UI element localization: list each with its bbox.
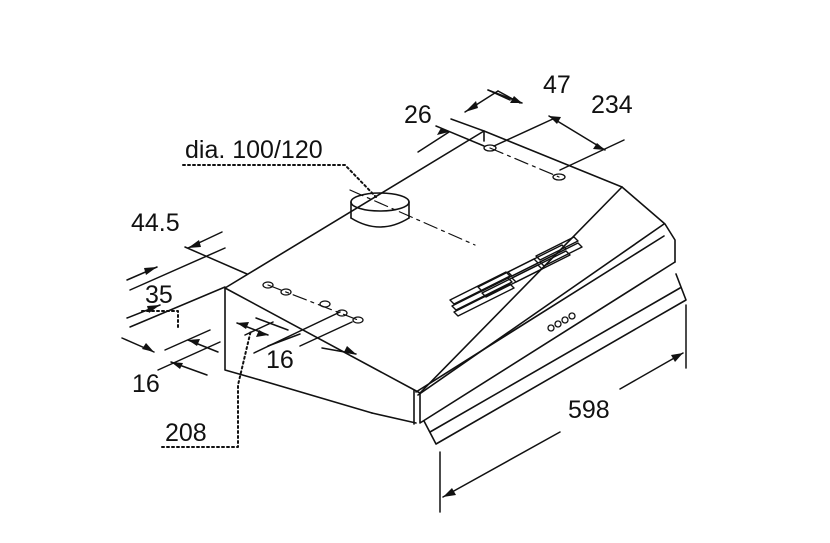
arrowheads — [142, 96, 683, 497]
dim-label-duct-diameter: dia. 100/120 — [185, 136, 323, 164]
dim-label-26: 26 — [404, 101, 432, 129]
duct-collar — [350, 192, 410, 228]
dim-label-208: 208 — [165, 419, 207, 447]
dim-label-47: 47 — [543, 71, 571, 99]
dim-label-598: 598 — [568, 396, 610, 424]
dotted-leaders — [141, 164, 377, 448]
mounting-holes — [262, 144, 566, 324]
dim-label-35: 35 — [145, 281, 173, 309]
dim-label-16-mid: 16 — [266, 346, 294, 374]
dim-label-234: 234 — [591, 91, 633, 119]
control-buttons — [547, 312, 576, 332]
dim-label-44-5: 44.5 — [131, 209, 180, 237]
filter-tray — [423, 273, 687, 445]
grille-vents — [449, 236, 583, 317]
dim-label-16-left: 16 — [132, 370, 160, 398]
centerlines — [267, 147, 560, 321]
hood-body — [224, 130, 676, 425]
